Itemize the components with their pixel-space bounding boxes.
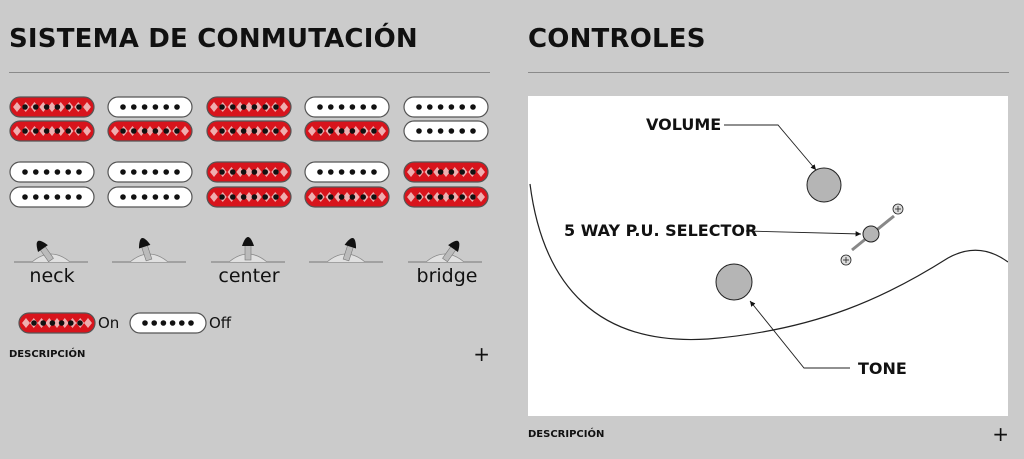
tone-knob-icon <box>715 263 753 301</box>
selector-leader <box>745 230 862 237</box>
volume-label: VOLUME <box>646 115 722 134</box>
tone-leader <box>749 300 850 369</box>
controls-divider <box>528 72 1009 73</box>
pickup-coil-on-icon <box>403 186 489 208</box>
tone-label: TONE <box>858 359 907 378</box>
pickup-coil-on-icon <box>206 120 292 142</box>
selector-switch-icon <box>309 238 383 263</box>
position-label-bridge: bridge <box>416 265 478 287</box>
legend-off-label: Off <box>209 314 232 332</box>
pickup-coil-off-icon <box>9 186 95 208</box>
pickup-coil-on-icon <box>206 186 292 208</box>
pickup-coil-on-icon <box>9 120 95 142</box>
controls-diagram-drawing <box>529 124 1008 369</box>
selector-switch-icon <box>408 240 482 263</box>
position-label-center: center <box>218 265 280 287</box>
selector-switch-icon <box>14 240 88 263</box>
plus-icon[interactable]: + <box>473 342 490 366</box>
controls-title: CONTROLES <box>528 24 706 54</box>
pickup-coil-off-icon <box>107 96 193 118</box>
pickup-coil-off-icon <box>403 120 489 142</box>
pickup-coil-off-icon <box>304 161 390 183</box>
selector-switch-icon <box>211 237 285 263</box>
legend-on: On <box>18 312 119 334</box>
switching-description-label: DESCRIPCIÓN <box>9 348 86 360</box>
switching-description-toggle[interactable]: DESCRIPCIÓN + <box>9 344 490 364</box>
selector-label: 5 WAY P.U. SELECTOR <box>564 221 758 240</box>
guitar-body-outline <box>529 183 1008 341</box>
pickup-off-icon <box>129 312 207 334</box>
pickup-coil-off-icon <box>107 186 193 208</box>
pickup-coil-off-icon <box>403 96 489 118</box>
position-label-neck: neck <box>29 265 75 287</box>
volume-knob-icon <box>806 167 842 203</box>
controls-description-toggle[interactable]: DESCRIPCIÓN + <box>528 424 1009 444</box>
switching-title: SISTEMA DE CONMUTACIÓN <box>9 24 418 54</box>
legend-on-label: On <box>98 314 120 332</box>
selector-switch-icon <box>840 203 904 266</box>
pickup-coil-off-icon <box>304 96 390 118</box>
controls-description-label: DESCRIPCIÓN <box>528 428 605 440</box>
pickup-coil-on-icon <box>206 96 292 118</box>
pickup-coil-off-icon <box>9 161 95 183</box>
pickup-on-icon <box>18 312 96 334</box>
pickup-coil-on-icon <box>9 96 95 118</box>
switching-divider <box>9 72 490 73</box>
pickup-coil-on-icon <box>107 120 193 142</box>
pickup-coil-on-icon <box>304 186 390 208</box>
legend-off: Off <box>129 312 231 334</box>
volume-leader <box>724 124 817 171</box>
selector-switch-icon <box>112 238 186 263</box>
pickup-coil-on-icon <box>403 161 489 183</box>
pickup-coil-on-icon <box>206 161 292 183</box>
pickup-coil-on-icon <box>304 120 390 142</box>
pickup-coil-off-icon <box>107 161 193 183</box>
controls-diagram: VOLUME 5 WAY P.U. SELECTOR TONE <box>528 96 1008 416</box>
plus-icon[interactable]: + <box>992 422 1009 446</box>
